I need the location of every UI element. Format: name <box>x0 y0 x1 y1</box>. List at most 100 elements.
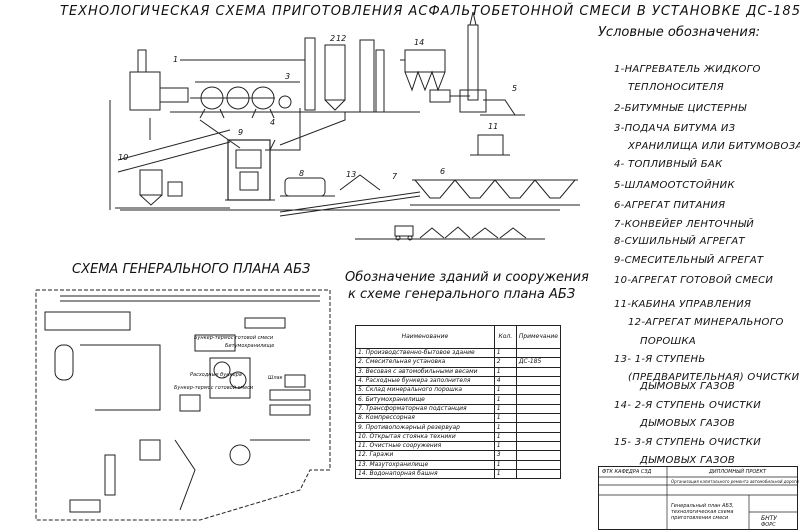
item-number: 13 <box>346 170 357 179</box>
belt-conveyor <box>279 174 421 217</box>
table-cell-qty: 1 <box>493 366 517 377</box>
item-number: 6 <box>440 167 446 176</box>
legend-item: ПОРОШКА <box>640 336 697 347</box>
table-cell-name: 1. Производственно-бытовое здание <box>355 347 495 359</box>
truck-and-piles <box>355 225 545 241</box>
legend-item: (ПРЕДВАРИТЕЛЬНАЯ) ОЧИСТКИ <box>628 372 800 383</box>
table-cell-note <box>515 459 562 470</box>
legend-item: 2-БИТУМНЫЕ ЦИСТЕРНЫ <box>614 103 747 114</box>
table-cell-note <box>515 403 562 415</box>
legend-item: 8-СУШИЛЬНЫЙ АГРЕГАТ <box>614 236 745 247</box>
legend-item: ДЫМОВЫХ ГАЗОВ <box>640 455 736 466</box>
legend-item: 1-НАГРЕВАТЕЛЬ ЖИДКОГО <box>614 64 761 75</box>
plan-label: Битумохранилище <box>225 343 275 349</box>
stamp-dept: ФТК КАФЕДРА СЗД <box>602 469 652 475</box>
plan-label: Расходные бункера <box>190 372 242 378</box>
item-number: 7 <box>392 172 398 181</box>
legend-item: ТЕПЛОНОСИТЕЛЯ <box>628 82 724 93</box>
plan-title: СХЕМА ГЕНЕРАЛЬНОГО ПЛАНА АБЗ <box>72 262 311 277</box>
legend-item: 15- 3-Я СТУПЕНЬ ОЧИСТКИ <box>614 437 761 448</box>
legend-item: ХРАНИЛИЩА ИЛИ БИТУМОВОЗА <box>628 141 800 152</box>
legend-item: 4- ТОПЛИВНЫЙ БАК <box>614 159 723 170</box>
table-cell-name: 6. Битумохранилище <box>355 394 495 405</box>
table-cell-name: 3. Весовая с автомобильными весами <box>355 366 495 377</box>
legend-item: 14- 2-Я СТУПЕНЬ ОЧИСТКИ <box>614 400 761 411</box>
legend-item: 5-ШЛАМООТСТОЙНИК <box>614 180 735 191</box>
item-number: 5 <box>512 84 518 93</box>
table-header-qty: Кол. <box>493 325 517 349</box>
chimney <box>459 11 487 113</box>
plan-label: Шлак <box>268 375 283 381</box>
table-cell-qty: 1 <box>493 422 517 433</box>
legend-item: ДЫМОВЫХ ГАЗОВ <box>640 418 736 429</box>
legend-item: 13- 1-Я СТУПЕНЬ <box>614 354 706 365</box>
table-cell-qty: 3 <box>493 450 517 461</box>
table-cell-qty: 4 <box>493 375 517 387</box>
table-cell-qty: 1 <box>493 459 517 470</box>
item-number: 9 <box>238 128 244 137</box>
item-number: 4 <box>270 118 276 127</box>
buildings-subtitle: к схеме генерального плана АБЗ <box>348 287 576 302</box>
table-cell-name: 8. Компрессорная <box>355 413 495 424</box>
table-cell-note <box>515 394 562 405</box>
table-header-name: Наименование <box>355 325 495 349</box>
table-cell-note <box>515 450 562 461</box>
general-plan <box>35 289 331 521</box>
finished-mix-unit <box>115 129 231 209</box>
legend-item: 3-ПОДАЧА БИТУМА ИЗ <box>614 123 736 134</box>
dryer-unit <box>280 177 335 197</box>
legend-item: 7-КОНВЕЙЕР ЛЕНТОЧНЫЙ <box>614 219 755 230</box>
table-cell-name: 7. Трансформаторная подстанция <box>355 403 495 415</box>
item-number: 11 <box>488 122 499 131</box>
sludge-tank <box>480 99 525 116</box>
stamp-group: ФОРС <box>761 522 776 528</box>
table-cell-name: 4. Расходные бункера заполнителя <box>355 375 495 387</box>
item-number: 12 <box>336 34 347 43</box>
table-cell-qty: 1 <box>493 394 517 405</box>
control-cabin <box>470 134 510 156</box>
legend-item: ДЫМОВЫХ ГАЗОВ <box>640 381 736 392</box>
table-cell-note <box>515 366 562 377</box>
page-title: ТЕХНОЛОГИЧЕСКАЯ СХЕМА ПРИГОТОВЛЕНИЯ АСФА… <box>60 4 800 19</box>
legend-item: 6-АГРЕГАТ ПИТАНИЯ <box>614 200 726 211</box>
table-cell-qty: 1 <box>493 431 517 442</box>
table-cell-qty: 1 <box>493 440 517 452</box>
mineral-powder-unit <box>304 37 385 113</box>
stamp-topic: Организация капитального ремонта автомоб… <box>671 479 799 484</box>
table-cell-note <box>515 385 562 396</box>
table-cell-qty: 1 <box>493 403 517 415</box>
table-header-note: Примечание <box>515 325 562 349</box>
plan-label: Бункер-термос готовой смеси <box>194 335 274 341</box>
table-cell-note <box>515 440 562 452</box>
feeder-bins <box>410 179 580 206</box>
item-number: 14 <box>414 38 425 47</box>
bitumen-tanks <box>190 86 292 119</box>
stamp-project: ДИПЛОМНЫЙ ПРОЕКТ <box>709 469 767 475</box>
table-cell-qty: 1 <box>493 347 517 359</box>
legend-item: 10-АГРЕГАТ ГОТОВОЙ СМЕСИ <box>614 275 774 286</box>
table-cell-name: 10. Открытая стоянка техники <box>355 431 495 442</box>
table-cell-name: 11. Очистные сооружения <box>355 440 495 452</box>
buildings-table: Наименование Кол. Примечание 1. Производ… <box>355 325 562 480</box>
table-cell-note <box>515 468 562 480</box>
buildings-title: Обозначение зданий и сооружения <box>345 270 589 285</box>
table-cell-name: 9. Противопожарный резервуар <box>355 422 495 433</box>
item-number: 3 <box>285 72 291 81</box>
legend-title: Условные обозначения: <box>598 25 761 40</box>
table-cell-name: 14. Водонапорная башня <box>355 468 495 480</box>
table-cell-qty: 1 <box>493 385 517 396</box>
table-cell-name: 12. Гаражи <box>355 450 495 461</box>
